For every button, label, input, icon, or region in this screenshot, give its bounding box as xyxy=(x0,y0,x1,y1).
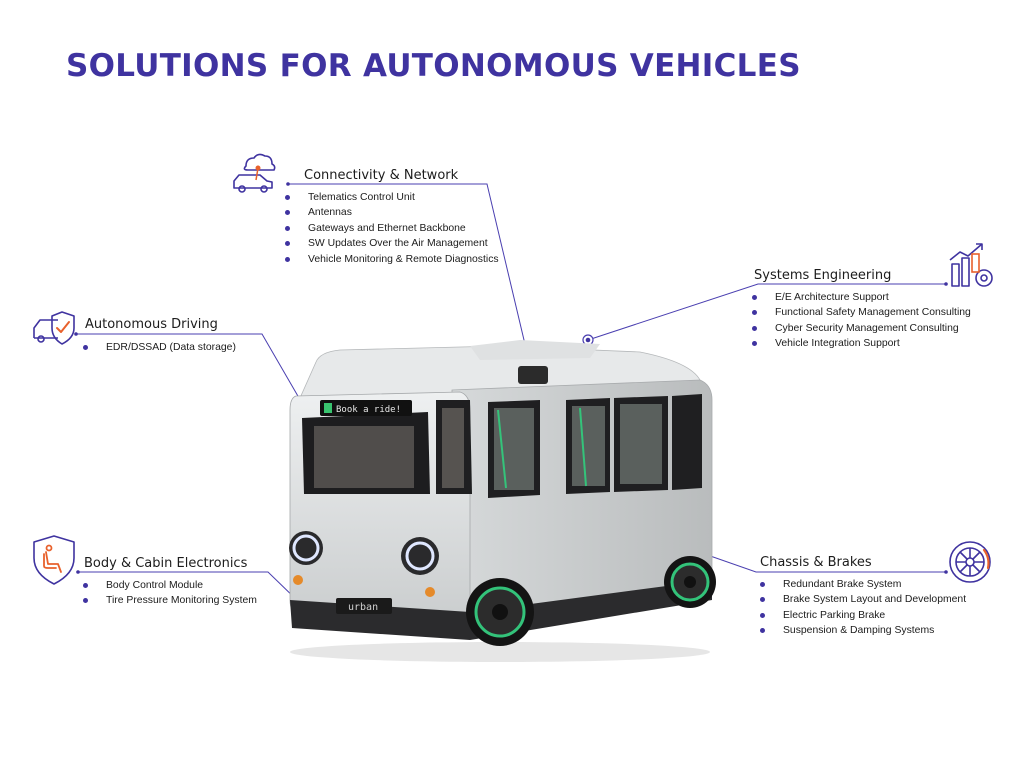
body-heading: Body & Cabin Electronics xyxy=(84,556,248,571)
cloud-connected-car-icon xyxy=(233,153,276,193)
list-item: Functional Safety Management Consulting xyxy=(752,305,971,320)
autonomous-list: EDR/DSSAD (Data storage) xyxy=(83,340,236,355)
list-item: Suspension & Damping Systems xyxy=(760,623,966,638)
seat-shield-icon xyxy=(33,535,75,585)
page-title: SOLUTIONS FOR AUTONOMOUS VEHICLES xyxy=(66,48,801,84)
systems-list: E/E Architecture Support Functional Safe… xyxy=(752,290,971,352)
list-item: E/E Architecture Support xyxy=(752,290,971,305)
list-item: Vehicle Integration Support xyxy=(752,336,971,351)
chassis-heading: Chassis & Brakes xyxy=(760,555,872,570)
chassis-list: Redundant Brake System Brake System Layo… xyxy=(760,577,966,639)
list-item: Cyber Security Management Consulting xyxy=(752,321,971,336)
vehicle-display: Book a ride! xyxy=(336,405,401,415)
connectivity-list: Telematics Control Unit Antennas Gateway… xyxy=(285,190,499,267)
list-item: Telematics Control Unit xyxy=(285,190,499,205)
list-item: SW Updates Over the Air Management xyxy=(285,236,499,251)
list-item: Vehicle Monitoring & Remote Diagnostics xyxy=(285,252,499,267)
car-shield-check-icon xyxy=(33,311,75,345)
body-list: Body Control Module Tire Pressure Monito… xyxy=(83,578,257,609)
autonomous-heading: Autonomous Driving xyxy=(85,317,218,332)
brake-disc-icon xyxy=(949,541,991,583)
chart-gear-icon xyxy=(949,243,993,287)
systems-heading: Systems Engineering xyxy=(754,268,892,283)
connectivity-heading: Connectivity & Network xyxy=(304,168,459,183)
autonomous-connector xyxy=(76,333,307,411)
list-item: Gateways and Ethernet Backbone xyxy=(285,221,499,236)
list-item: EDR/DSSAD (Data storage) xyxy=(83,340,236,355)
list-item: Electric Parking Brake xyxy=(760,608,966,623)
list-item: Brake System Layout and Development xyxy=(760,592,966,607)
autonomous-shuttle-image: Book a ride! urban xyxy=(289,340,716,662)
list-item: Tire Pressure Monitoring System xyxy=(83,593,257,608)
list-item: Redundant Brake System xyxy=(760,577,966,592)
list-item: Body Control Module xyxy=(83,578,257,593)
systems-connector xyxy=(587,283,946,341)
list-item: Antennas xyxy=(285,205,499,220)
connectivity-connector xyxy=(288,183,534,379)
vehicle-badge: urban xyxy=(348,602,378,613)
